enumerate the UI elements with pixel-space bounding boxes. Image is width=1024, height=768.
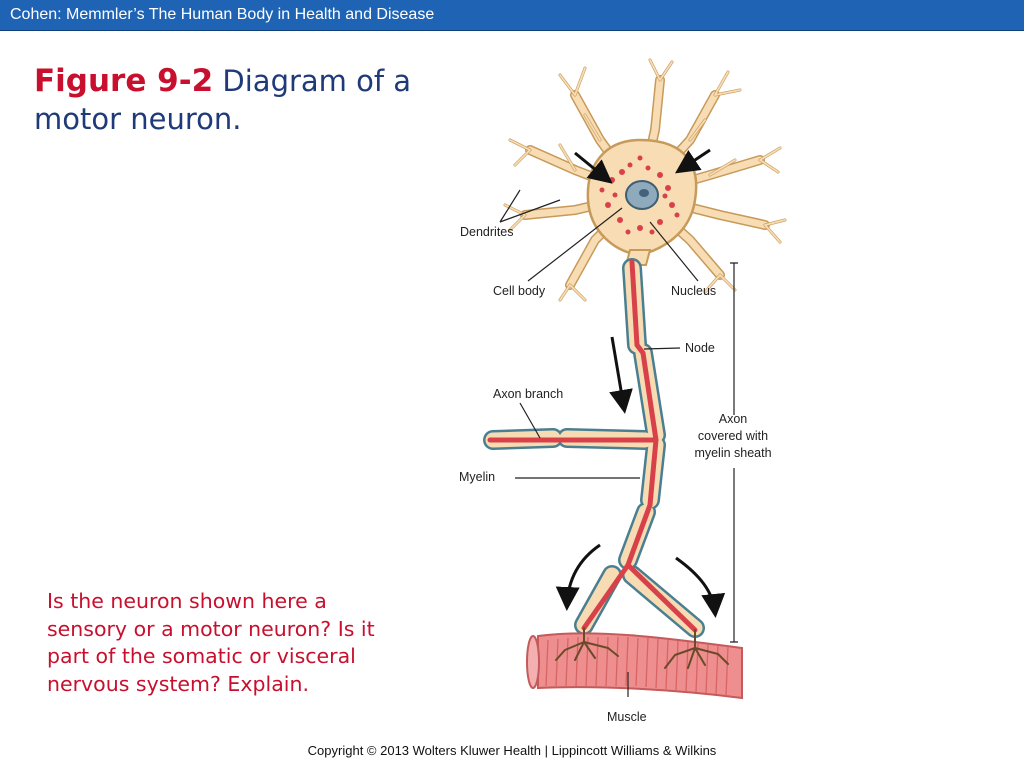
motor-neuron-diagram: Dendrites Cell body Nucleus Node Axon br… — [459, 58, 787, 724]
label-myelin: Myelin — [459, 470, 495, 484]
label-nucleus: Nucleus — [671, 284, 716, 298]
label-axon-branch: Axon branch — [493, 387, 563, 401]
label-axon-line1: Axon — [719, 412, 748, 426]
label-cell-body: Cell body — [493, 284, 546, 298]
label-node: Node — [685, 341, 715, 355]
figure-caption: Diagram of a motor neuron. — [34, 64, 412, 136]
motor-end-plates — [555, 627, 729, 669]
label-muscle: Muscle — [607, 710, 647, 724]
nucleus — [625, 180, 659, 210]
label-dendrites: Dendrites — [460, 225, 514, 239]
slide-title: Figure 9-2 Diagram of a motor neuron. — [34, 62, 424, 138]
label-axon-line2: covered with — [698, 429, 768, 443]
question-text: Is the neuron shown here a sensory or a … — [47, 589, 375, 696]
copyright-footer: Copyright © 2013 Wolters Kluwer Health |… — [307, 743, 717, 758]
label-axon-line3: myelin sheath — [694, 446, 771, 460]
header-title: Cohen: Memmler’s The Human Body in Healt… — [10, 6, 435, 23]
figure-number: Figure 9-2 — [34, 63, 214, 99]
muscle-fiber — [526, 632, 743, 700]
header-bar: Cohen: Memmler’s The Human Body in Healt… — [0, 0, 1024, 31]
axon — [483, 258, 705, 638]
